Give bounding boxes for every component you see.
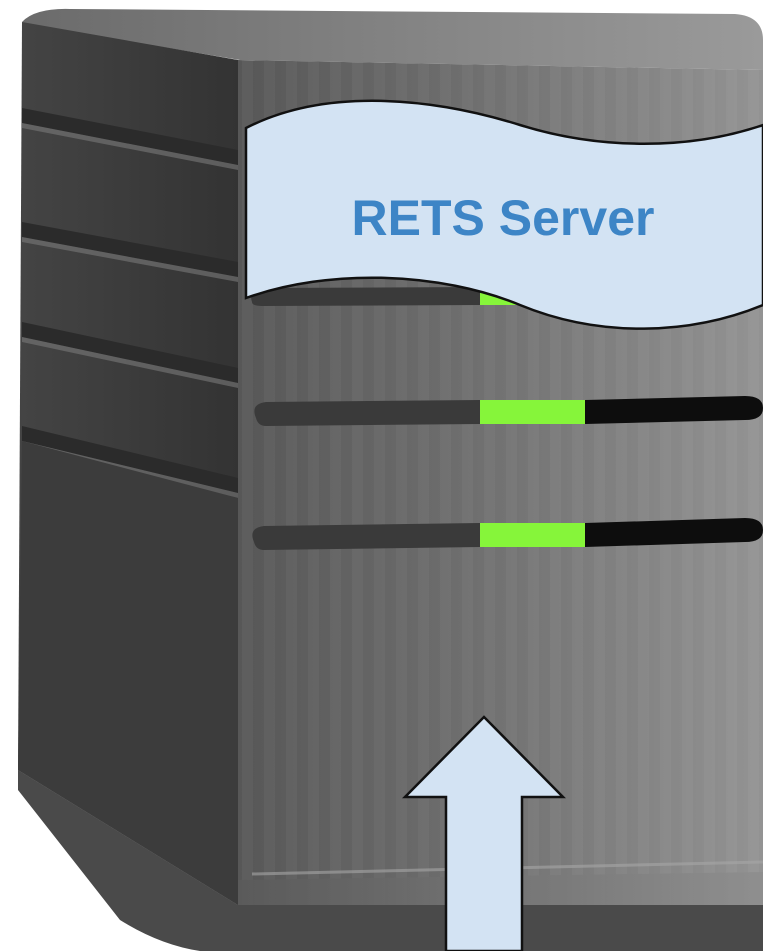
server-base <box>18 770 763 951</box>
server-label: RETS Server <box>352 190 655 246</box>
up-arrow-icon <box>402 715 566 951</box>
server-label-banner: RETS Server <box>244 99 763 330</box>
side-drive-bays <box>18 108 238 905</box>
status-light-3 <box>480 523 585 547</box>
server-top-face <box>22 8 763 70</box>
drive-slot-2 <box>254 396 763 426</box>
status-light-2 <box>480 400 585 424</box>
drive-slot-3 <box>252 518 763 550</box>
